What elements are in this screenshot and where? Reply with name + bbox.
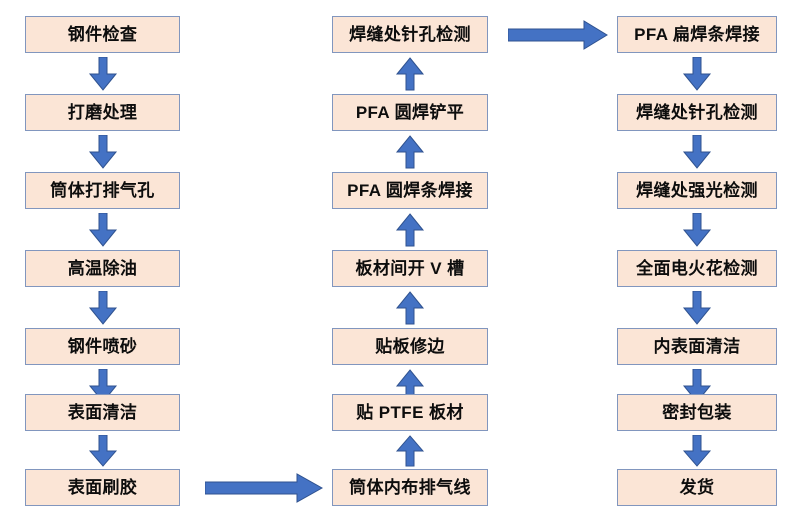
node-label: 密封包装 [662,403,732,422]
arrow-down-right-3 [682,213,712,247]
arrow-up-middle-1 [395,57,425,91]
arrow-down-right-2 [682,135,712,169]
node-sealed-packaging[interactable]: 密封包装 [617,394,777,431]
node-sandblasting[interactable]: 钢件喷砂 [25,328,180,365]
node-label: 全面电火花检测 [636,259,758,278]
node-adhesive-coating[interactable]: 表面刷胶 [25,469,180,506]
node-ptfe-sheet-bonding[interactable]: 贴 PTFE 板材 [332,394,488,431]
arrow-up-middle-6 [395,435,425,467]
node-label: 筒体打排气孔 [50,181,155,200]
arrow-down-right-6 [682,435,712,467]
node-label: 焊缝处针孔检测 [636,103,758,122]
arrow-down-left-6 [88,435,118,467]
arrow-up-middle-4 [395,291,425,325]
node-label: 焊缝处强光检测 [636,181,758,200]
node-label: 内表面清洁 [653,337,741,356]
node-weld-strong-light-test[interactable]: 焊缝处强光检测 [617,172,777,209]
arrow-down-right-1 [682,57,712,91]
arrow-up-middle-2 [395,135,425,169]
node-vent-holes[interactable]: 筒体打排气孔 [25,172,180,209]
node-label: 板材间开 V 槽 [355,259,465,278]
node-label: 钢件喷砂 [67,337,138,356]
node-steel-inspection[interactable]: 钢件检查 [25,16,180,53]
arrow-down-left-1 [88,57,118,91]
node-surface-cleaning[interactable]: 表面清洁 [25,394,180,431]
node-label: 焊缝处针孔检测 [349,25,471,44]
node-label: 表面清洁 [67,403,138,422]
arrow-down-left-3 [88,213,118,247]
node-shipment[interactable]: 发货 [617,469,777,506]
node-label: 贴 PTFE 板材 [356,403,464,422]
node-label: 发货 [679,478,715,497]
node-degreasing[interactable]: 高温除油 [25,250,180,287]
node-weld-pinhole-test-mid[interactable]: 焊缝处针孔检测 [332,16,488,53]
node-pfa-round-weld-flatten[interactable]: PFA 圆焊铲平 [332,94,488,131]
node-label: 打磨处理 [67,103,138,122]
node-label: 筒体内布排气线 [349,478,471,497]
node-spark-test[interactable]: 全面电火花检测 [617,250,777,287]
node-internal-vent-lines[interactable]: 筒体内布排气线 [332,469,488,506]
arrow-down-left-2 [88,135,118,169]
node-label: 高温除油 [67,259,138,278]
node-pfa-round-rod-welding[interactable]: PFA 圆焊条焊接 [332,172,488,209]
node-weld-pinhole-test-right[interactable]: 焊缝处针孔检测 [617,94,777,131]
arrow-up-middle-3 [395,213,425,247]
arrow-down-right-4 [682,291,712,325]
node-inner-surface-cleaning[interactable]: 内表面清洁 [617,328,777,365]
node-label: 表面刷胶 [67,478,138,497]
node-label: 钢件检查 [67,25,138,44]
node-label: PFA 扁焊条焊接 [634,25,760,44]
node-label: PFA 圆焊铲平 [355,103,465,122]
node-label: PFA 圆焊条焊接 [347,181,473,200]
node-panel-trimming[interactable]: 贴板修边 [332,328,488,365]
node-grinding[interactable]: 打磨处理 [25,94,180,131]
node-pfa-flat-rod-welding[interactable]: PFA 扁焊条焊接 [617,16,777,53]
node-label: 贴板修边 [375,337,445,356]
arrow-down-left-4 [88,291,118,325]
connector-left-to-middle [205,473,323,503]
connector-middle-to-right [508,20,608,50]
node-v-groove[interactable]: 板材间开 V 槽 [332,250,488,287]
